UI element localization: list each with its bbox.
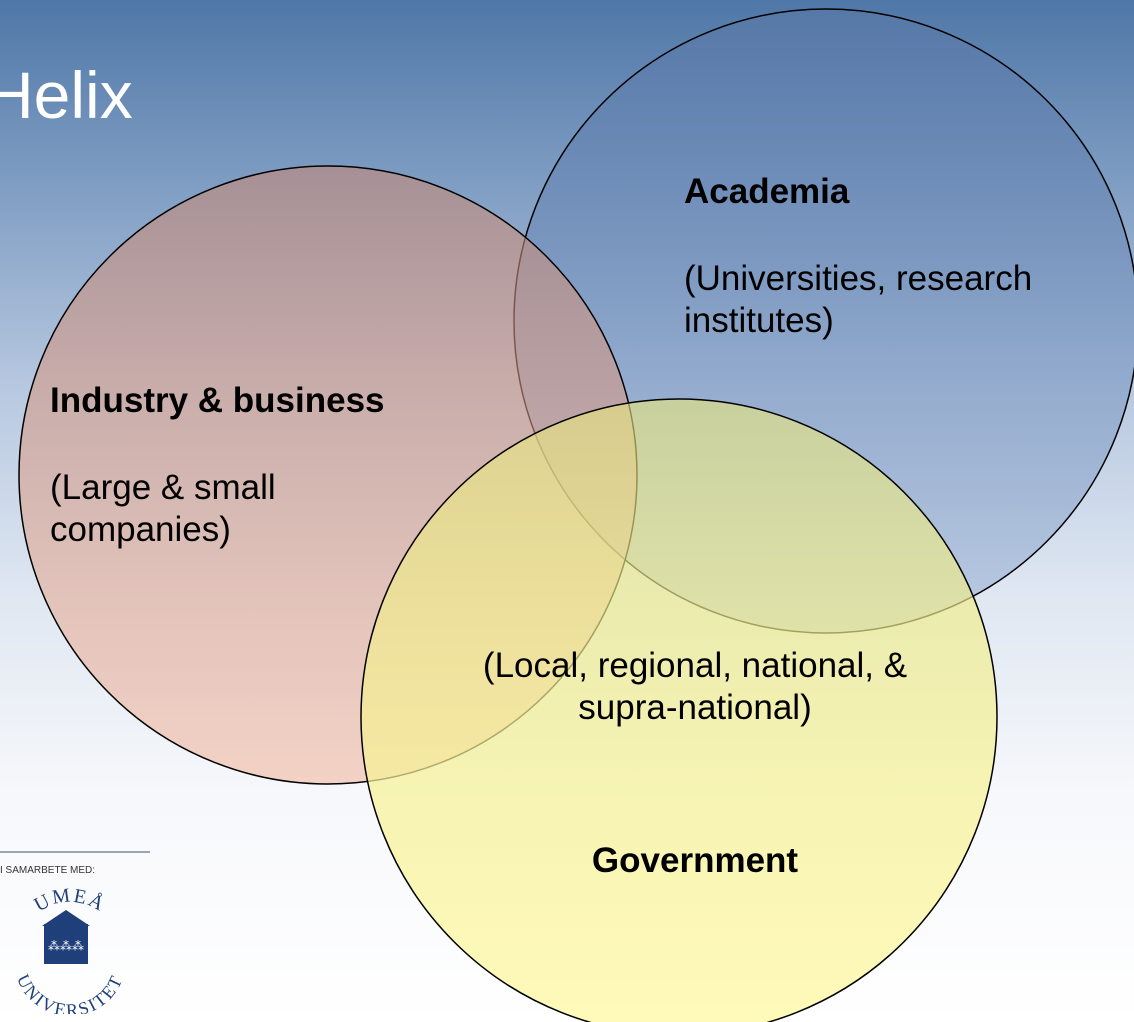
logo-caption: I SAMARBETE MED: (0, 865, 96, 876)
government-circle (360, 398, 998, 1022)
svg-text:UNIVERSITET: UNIVERSITET (13, 971, 127, 1014)
university-seal-logo: UMEÅ UNIVERSITET ⁂⁂⁂ (13, 884, 127, 1014)
svg-text:⁂⁂⁂: ⁂⁂⁂ (48, 939, 84, 953)
government-description: (Local, regional, national, & supra-nati… (482, 646, 908, 727)
industry-heading: Industry & business (50, 381, 385, 420)
government-heading: Government (591, 841, 799, 880)
svg-text:UMEÅ: UMEÅ (31, 884, 110, 916)
slide-title: Helix (0, 58, 133, 132)
industry-description: (Large & small companies) (50, 468, 276, 549)
academia-heading: Academia (684, 172, 850, 211)
academia-description: (Universities, research institutes) (684, 259, 1033, 340)
logo-divider (0, 851, 150, 853)
